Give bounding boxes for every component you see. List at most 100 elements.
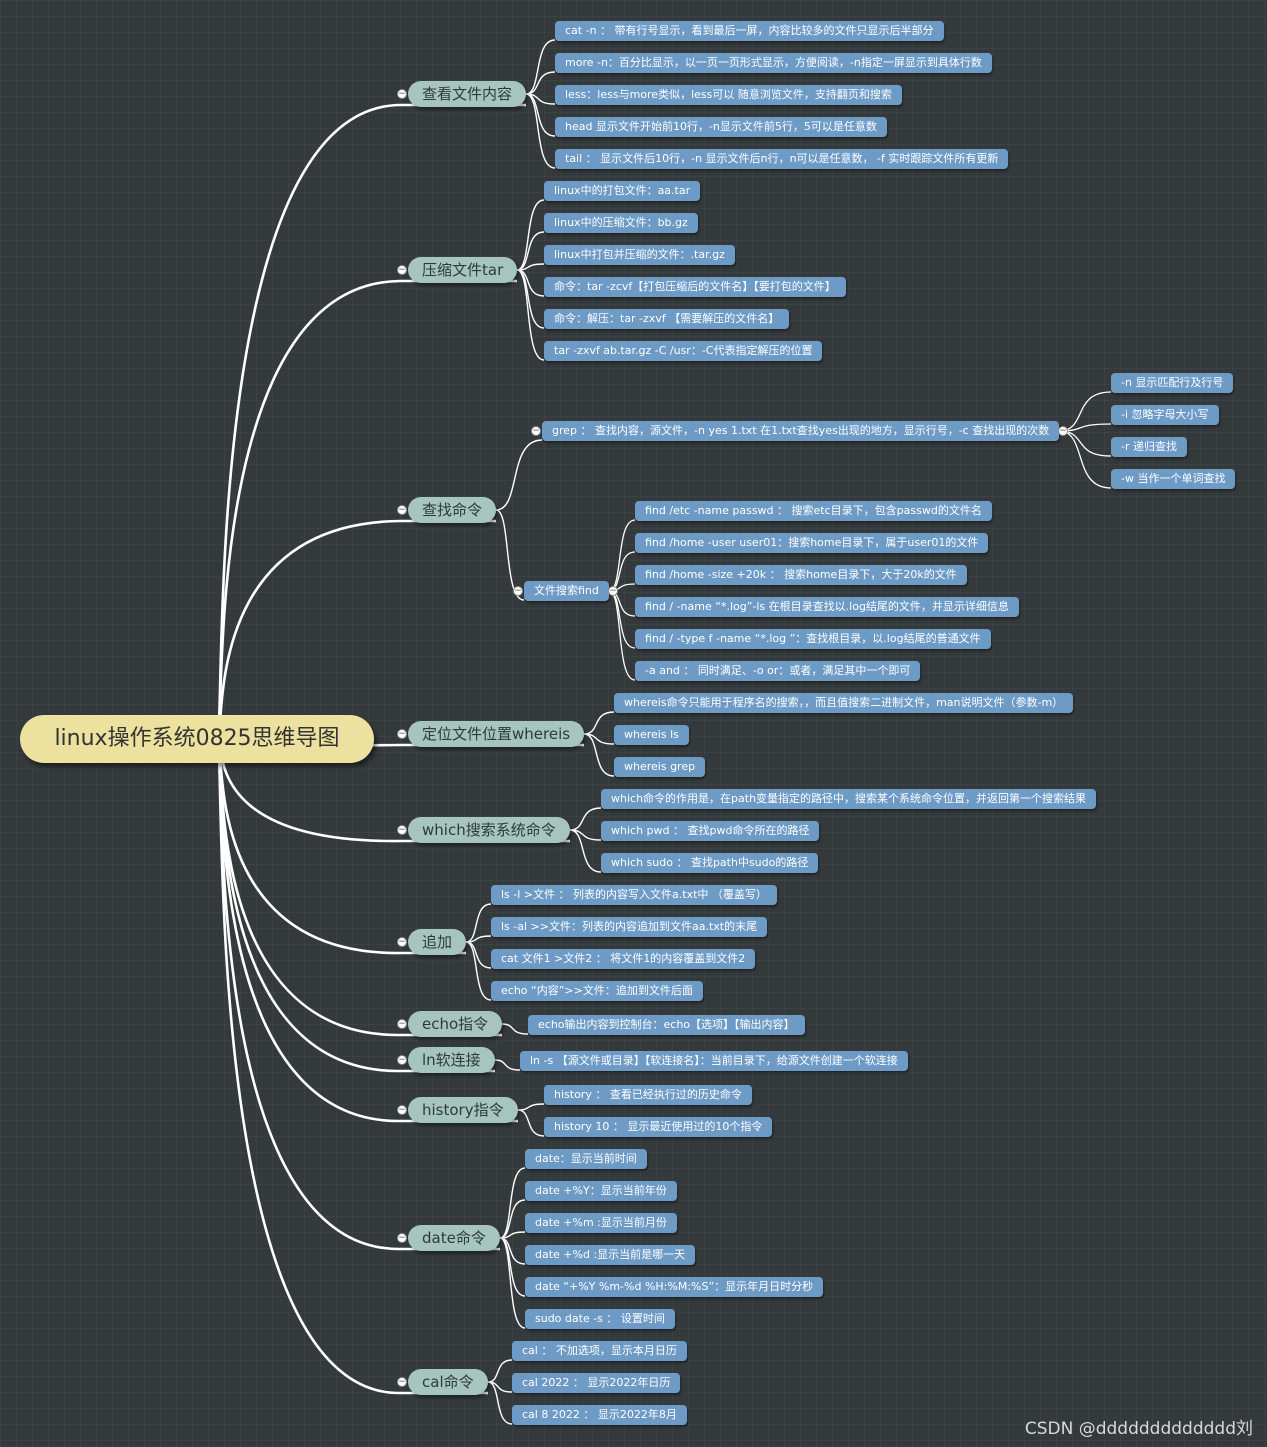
leaf-find[interactable]: 文件搜索find (524, 581, 609, 601)
branch-9-link-4 (499, 1237, 526, 1297)
sub-2-1-collapse-toggle[interactable] (608, 586, 618, 596)
leaf-ls-l[interactable]: ls -l >文件 ： 列表的内容写入文件a.txt中 （覆盖写） (491, 885, 777, 905)
branch-collapse-toggle-8[interactable] (397, 1105, 407, 1115)
root-branch-link-0 (215, 103, 526, 741)
branch-collapse-toggle-10[interactable] (397, 1377, 407, 1387)
leaf-less[interactable]: less：less与more类似，less可以 随意浏览文件，支持翻页和搜索 (555, 85, 902, 105)
sub-collapse-toggle-2-1[interactable] (513, 586, 523, 596)
branch-search[interactable]: 查找命令 (408, 497, 497, 523)
leaf-history[interactable]: history ： 查看已经执行过的历史命令 (544, 1085, 752, 1105)
branch-whereis[interactable]: 定位文件位置whereis (408, 721, 585, 747)
root-node[interactable]: linux操作系统0825思维导图 (20, 715, 374, 763)
leaf-tar-zxvf[interactable]: 命令：解压：tar -zxvf 【需要解压的文件名】 (544, 309, 790, 329)
leaf-grep-r[interactable]: -r 递归查找 (1111, 437, 1187, 457)
leaf-head[interactable]: head 显示文件开始前10行，-n显示文件前5行，5可以是任意数 (555, 117, 887, 137)
sub-collapse-toggle-2-0[interactable] (531, 426, 541, 436)
leaf-grep-w[interactable]: -w 当作一个单词查找 (1111, 469, 1236, 489)
branch-9-link-5 (499, 1237, 526, 1329)
branch-append[interactable]: 追加 (408, 929, 467, 955)
leaf-tar-pack[interactable]: linux中的打包文件：aa.tar (544, 181, 701, 201)
branch-6-link-0 (501, 1023, 529, 1035)
root-branch-link-10 (215, 737, 488, 1395)
leaf-grep[interactable]: grep ： 查找内容，源文件，-n yes 1.txt 在1.txt查找yes… (542, 421, 1060, 441)
branch-date[interactable]: date命令 (408, 1225, 500, 1251)
branch-echo[interactable]: echo指令 (408, 1011, 503, 1037)
leaf-grep-n[interactable]: -n 显示匹配行及行号 (1111, 373, 1234, 393)
sub-2-0-collapse-toggle[interactable] (1058, 426, 1068, 436)
branch-collapse-toggle-1[interactable] (397, 265, 407, 275)
branch-collapse-toggle-2[interactable] (397, 505, 407, 515)
leaf-more[interactable]: more -n：百分比显示，以一页一页形式显示，方便阅读，-n指定一屏显示到具体… (555, 53, 992, 73)
branch-5-link-2 (465, 941, 492, 969)
leaf-find-etc[interactable]: find /etc -name passwd ： 搜索etc目录下，包含pass… (635, 501, 992, 521)
leaf-date-d[interactable]: date +%d :显示当前是哪一天 (525, 1245, 696, 1265)
branch-collapse-toggle-4[interactable] (397, 825, 407, 835)
branch-ln[interactable]: ln软连接 (408, 1047, 495, 1073)
branch-cal[interactable]: cal命令 (408, 1369, 488, 1395)
leaf-echo-append[interactable]: echo “内容”>>文件：追加到文件后面 (491, 981, 703, 1001)
branch-9-link-0 (499, 1167, 526, 1239)
leaf-date-Y[interactable]: date +%Y：显示当前年份 (525, 1181, 677, 1201)
branch-history[interactable]: history指令 (408, 1097, 518, 1123)
leaf-find-ls[interactable]: find / -name “*.log”-ls 在根目录查找以.log结尾的文件… (635, 597, 1019, 617)
leaf-cat[interactable]: cat -n ： 带有行号显示，看到最后一屏，内容比较多的文件只显示后半部分 (555, 21, 944, 41)
leaf-cal-8-2022[interactable]: cal 8 2022 ： 显示2022年8月 (512, 1405, 687, 1425)
branch-collapse-toggle-7[interactable] (397, 1055, 407, 1065)
leaf-tar-gz[interactable]: linux中的压缩文件：bb.gz (544, 213, 698, 233)
leaf-cat-overwrite[interactable]: cat 文件1 >文件2 ： 将文件1的内容覆盖到文件2 (491, 949, 756, 969)
csdn-watermark: CSDN @ddddddddddddd刘 (1024, 1419, 1253, 1439)
leaf-tail[interactable]: tail ： 显示文件后10行，-n 显示文件后n行，n可以是任意数， -f 实… (555, 149, 1009, 169)
root-branch-link-6 (215, 737, 502, 1037)
leaf-which-pwd[interactable]: which pwd ： 查找pwd命令所在的路径 (601, 821, 820, 841)
branch-collapse-toggle-5[interactable] (397, 937, 407, 947)
branch-collapse-toggle-9[interactable] (397, 1233, 407, 1243)
leaf-date-full[interactable]: date “+%Y %m-%d %H:%M:%S”：显示年月日时分秒 (525, 1277, 824, 1297)
leaf-find-user[interactable]: find /home -user user01：搜索home目录下，属于user… (635, 533, 989, 553)
branch-8-link-0 (517, 1103, 545, 1111)
root-branch-link-5 (215, 737, 466, 955)
branch-2-link-0 (495, 439, 543, 511)
branch-4-link-2 (569, 829, 602, 873)
sub-2-0-link-0 (1058, 391, 1112, 432)
leaf-cal[interactable]: cal ： 不加选项，显示本月日历 (512, 1341, 687, 1361)
leaf-tar-C[interactable]: tar -zxvf ab.tar.gz -C /usr：-C代表指定解压的位置 (544, 341, 823, 361)
sub-2-0-link-3 (1058, 430, 1112, 489)
leaf-history-10[interactable]: history 10 ： 显示最近使用过的10个指令 (544, 1117, 773, 1137)
branch-view-file-content[interactable]: 查看文件内容 (408, 81, 527, 107)
leaf-date-m[interactable]: date +%m :显示当前月份 (525, 1213, 677, 1233)
branch-2-link-1 (495, 509, 525, 601)
leaf-date-set[interactable]: sudo date -s ： 设置时间 (525, 1309, 675, 1329)
branch-3-link-2 (583, 733, 615, 777)
leaf-grep-i[interactable]: -i 忽略字母大小写 (1111, 405, 1219, 425)
branch-5-link-3 (465, 941, 492, 1001)
branch-which[interactable]: which搜索系统命令 (408, 817, 570, 843)
leaf-date[interactable]: date：显示当前时间 (525, 1149, 647, 1169)
leaf-which-sudo[interactable]: which sudo ： 查找path中sudo的路径 (601, 853, 819, 873)
branch-1-link-4 (516, 269, 545, 329)
leaf-find-type[interactable]: find / -type f -name “*.log ”：查找根目录，以.lo… (635, 629, 991, 649)
leaf-which-desc[interactable]: which命令的作用是，在path变量指定的路径中，搜索某个系统命令位置，并返回… (601, 789, 1097, 809)
leaf-find-and-or[interactable]: -a and ： 同时满足、-o or：或者，满足其中一个即可 (635, 661, 921, 681)
branch-collapse-toggle-3[interactable] (397, 729, 407, 739)
leaf-whereis-desc[interactable]: whereis命令只能用于程序名的搜索，，而且值搜索二进制文件，man说明文件（… (614, 693, 1074, 713)
branch-collapse-toggle-6[interactable] (397, 1019, 407, 1029)
leaf-tar-pack-gz[interactable]: linux中打包并压缩的文件：.tar.gz (544, 245, 735, 265)
branch-8-link-1 (517, 1109, 545, 1137)
branch-collapse-toggle-0[interactable] (397, 89, 407, 99)
branch-10-link-2 (487, 1381, 513, 1425)
leaf-ls-al[interactable]: ls -al >>文件：列表的内容追加到文件aa.txt的末尾 (491, 917, 768, 937)
leaf-ln[interactable]: ln -s 【源文件或目录】【软连接名】：当前目录下，给源文件创建一个软连接 (520, 1051, 908, 1071)
leaf-cal-2022[interactable]: cal 2022 ： 显示2022年日历 (512, 1373, 681, 1393)
leaf-whereis-grep[interactable]: whereis grep (614, 757, 706, 777)
leaf-echo[interactable]: echo输出内容到控制台：echo【选项】【输出内容】 (528, 1015, 805, 1035)
branch-1-link-1 (516, 231, 545, 271)
branch-tar[interactable]: 压缩文件tar (408, 257, 518, 283)
branch-5-link-1 (465, 935, 492, 943)
branch-9-link-1 (499, 1199, 526, 1239)
root-branch-link-9 (215, 737, 500, 1251)
leaf-tar-zcvf[interactable]: 命令：tar -zcvf【打包压缩后的文件名】【要打包的文件】 (544, 277, 846, 297)
leaf-whereis-ls[interactable]: whereis ls (614, 725, 689, 745)
leaf-find-size[interactable]: find /home -size +20k ： 搜索home目录下，大于20k的… (635, 565, 967, 585)
branch-10-link-0 (487, 1359, 513, 1383)
